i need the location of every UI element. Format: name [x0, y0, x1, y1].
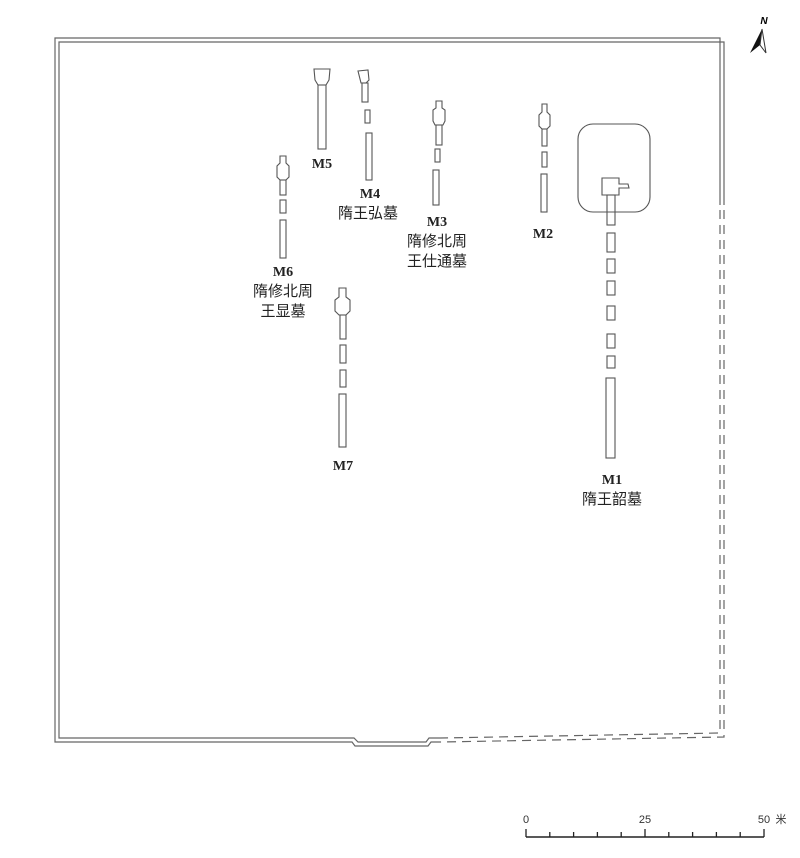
label-m3-name-1: 隋修北周 [407, 233, 467, 250]
label-m2: M2 [533, 227, 553, 242]
scale-label-25: 25 [639, 814, 651, 826]
tomb-m6 [276, 155, 290, 259]
tomb-m7 [334, 287, 351, 448]
north-label: N [760, 16, 768, 27]
scale-unit: 米 [776, 813, 787, 826]
label-m4-name: 隋王弘墓 [338, 205, 398, 222]
label-m6-name-1: 隋修北周 [253, 283, 313, 300]
tomb-m3 [432, 100, 446, 206]
label-m6: M6 [273, 265, 293, 280]
label-m1: M1 [602, 473, 622, 488]
tomb-m4 [357, 69, 373, 181]
label-m6-name-2: 王显墓 [260, 303, 305, 320]
label-m1-name: 隋王韶墓 [582, 491, 642, 508]
tomb-m5 [313, 68, 331, 150]
label-m5: M5 [312, 157, 332, 172]
label-m3-name-2: 王仕通墓 [407, 253, 467, 270]
north-arrow-icon [750, 28, 767, 54]
label-m7: M7 [333, 459, 353, 474]
scale-bar: 0 25 50 米 [523, 813, 787, 838]
enclosure-wall [54, 37, 725, 747]
tomb-m1 [577, 123, 651, 459]
label-m4: M4 [360, 187, 380, 202]
label-m3: M3 [427, 215, 447, 230]
scale-label-50: 50 [758, 814, 770, 826]
scale-label-0: 0 [523, 814, 529, 826]
tomb-m2 [538, 103, 551, 213]
